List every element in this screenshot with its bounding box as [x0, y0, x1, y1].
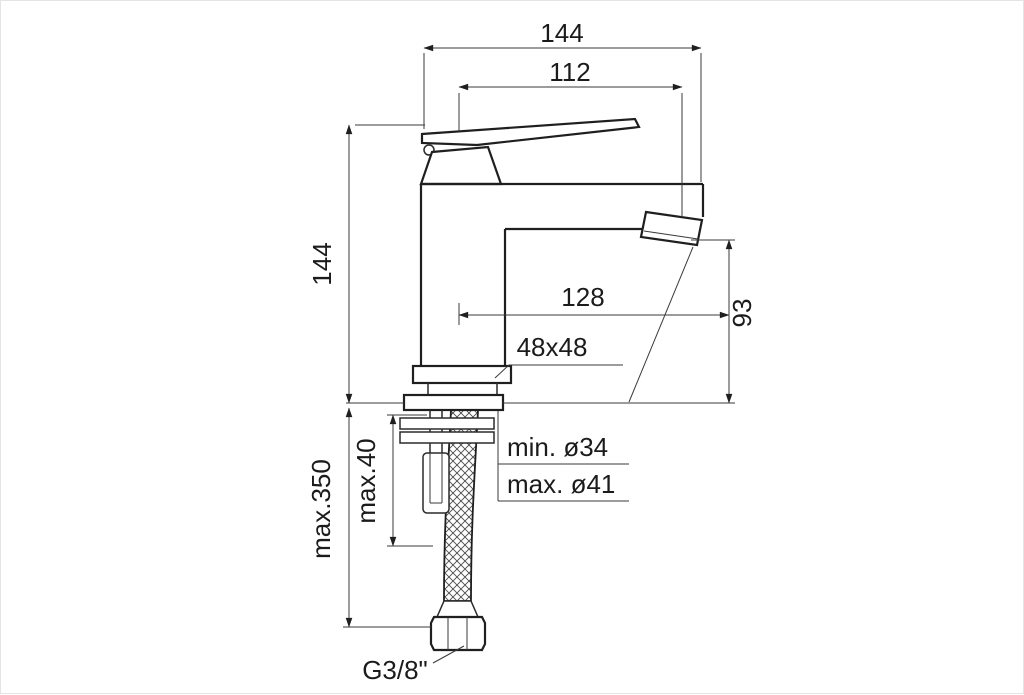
- mounting-bracket-upper: [399, 417, 495, 430]
- leader-base-footprint: [494, 364, 623, 379]
- extension-lines: [343, 53, 735, 628]
- handle-base: [419, 145, 503, 186]
- label-hole-max: max. ø41: [507, 469, 615, 499]
- label-base-footprint: 48x48: [517, 332, 588, 362]
- aerator-outlet: [639, 210, 704, 247]
- label-spout-reach: 112: [549, 57, 590, 87]
- callout-lines: [432, 364, 629, 664]
- rod-clamp: [422, 452, 450, 514]
- base-plate: [411, 364, 513, 385]
- faucet-outline: [399, 117, 705, 652]
- label-total-width: 144: [540, 18, 583, 48]
- label-hose-length: max.350: [306, 459, 336, 559]
- dimension-labels: 144 112 144 128 93 48x48 min. ø34 max. ø…: [306, 18, 757, 685]
- mounting-bracket-lower: [399, 431, 495, 444]
- water-stream-line: [628, 246, 694, 403]
- dimension-lines: [345, 44, 733, 628]
- label-deck-thickness: max.40: [351, 438, 381, 523]
- label-total-height: 144: [307, 242, 337, 285]
- hex-nut: [429, 615, 487, 652]
- label-hole-min: min. ø34: [507, 432, 608, 462]
- aerator-detail-line: [643, 230, 699, 240]
- hose-ferrule: [435, 600, 480, 618]
- label-outlet-height: 93: [727, 299, 757, 328]
- label-thread-size: G3/8": [362, 655, 428, 685]
- leader-thread: [432, 645, 465, 664]
- lever-handle: [420, 117, 641, 147]
- mounting-flange: [402, 393, 505, 412]
- label-outlet-offset: 128: [561, 282, 604, 312]
